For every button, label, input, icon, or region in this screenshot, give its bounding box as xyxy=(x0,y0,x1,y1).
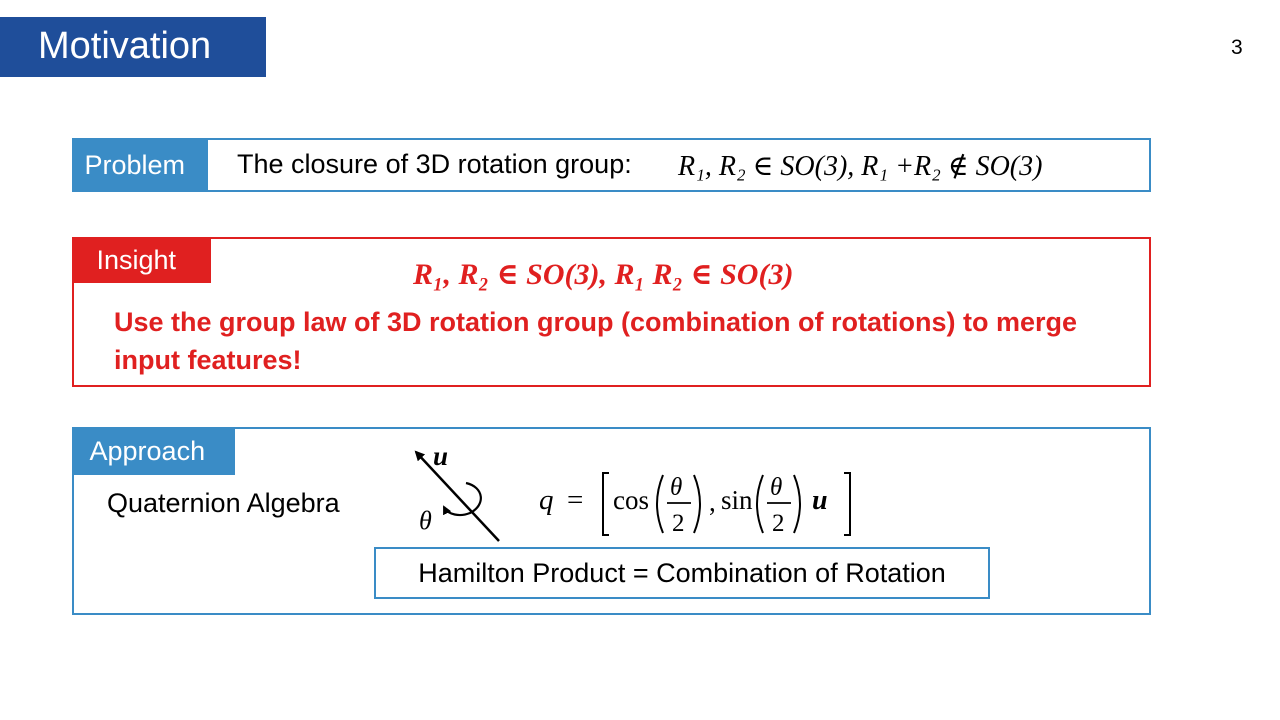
formula-cos: cos xyxy=(613,485,649,515)
page-number: 3 xyxy=(1231,36,1243,59)
formula-two-1: 2 xyxy=(672,510,685,537)
formula-two-2: 2 xyxy=(772,510,785,537)
angle-symbol: θ xyxy=(419,506,432,535)
problem-formula: R₁, R₂ ∈ SO(3), R₁ +R₂ ∉ SO(3) xyxy=(678,151,1043,182)
formula-sin: sin xyxy=(721,485,753,515)
problem-text: The closure of 3D rotation group: xyxy=(237,149,632,179)
title-bar xyxy=(0,17,266,77)
hamilton-text: Hamilton Product = Combination of Rotati… xyxy=(418,558,946,588)
formula-q: q xyxy=(539,484,554,516)
rotation-axis-diagram: u θ xyxy=(414,441,500,542)
left-bracket xyxy=(602,472,609,536)
rotation-arc-icon xyxy=(443,481,482,517)
insight-text: Use the group law of 3D rotation group (… xyxy=(114,307,1077,375)
insight-tag: Insight xyxy=(71,236,211,283)
approach-label: Quaternion Algebra xyxy=(107,488,340,518)
axis-arrow xyxy=(414,450,500,542)
insight-formula: R₁, R₂ ∈ SO(3), R₁ R₂ ∈ SO(3) xyxy=(413,258,794,291)
formula-equals: = xyxy=(567,484,583,516)
right-bracket xyxy=(844,472,851,536)
problem-box: Problem The closure of 3D rotation group… xyxy=(71,137,1151,192)
axis-symbol: u xyxy=(433,441,448,471)
formula-u: u xyxy=(812,485,828,516)
slide-title: Motivation xyxy=(38,25,212,67)
formula-theta-1: θ xyxy=(670,474,682,501)
formula-theta-2: θ xyxy=(770,474,782,501)
insight-box: Insight R₁, R₂ ∈ SO(3), R₁ R₂ ∈ SO(3) Us… xyxy=(71,236,1151,387)
hamilton-box: Hamilton Product = Combination of Rotati… xyxy=(374,547,990,599)
problem-tag: Problem xyxy=(71,137,208,192)
quaternion-formula: q = cos θ 2 , sin θ 2 u xyxy=(539,472,851,537)
formula-comma: , xyxy=(709,487,716,517)
approach-box: Approach Quaternion Algebra u θ q = cos … xyxy=(71,426,1151,615)
approach-tag: Approach xyxy=(71,426,235,475)
